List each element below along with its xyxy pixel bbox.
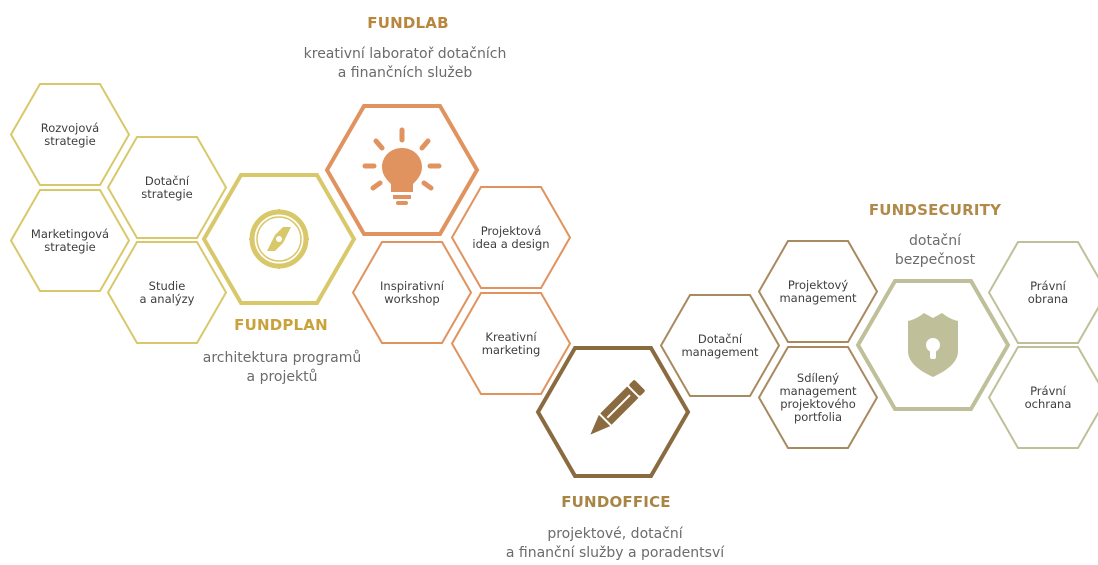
hex-inspirativni-workshop: Inspirativní workshop: [351, 241, 473, 344]
hex-label: Marketingová strategie: [30, 226, 110, 254]
fundlab-subtitle: kreativní laboratoř dotačních a finanční…: [303, 46, 507, 81]
hex-fundlab-main: [324, 104, 480, 236]
hex-label: Studie a analýzy: [139, 278, 195, 306]
hex-label: Právní ochrana: [1024, 383, 1072, 411]
compass-icon: [249, 209, 309, 269]
lightbulb-icon: [362, 127, 442, 205]
hex-fundplan-main: [201, 173, 357, 305]
fundoffice-subtitle: projektové, dotační a finanční služby a …: [505, 526, 725, 561]
hex-studie-a-analyzy: Studie a analýzy: [106, 241, 228, 344]
shield-lock-icon: [908, 313, 958, 377]
hex-label: Dotační management: [681, 331, 759, 359]
hex-dotacni-strategie: Dotační strategie: [106, 136, 228, 239]
hex-pravni-ochrana: Právní ochrana: [987, 346, 1098, 449]
hex-projektova-idea: Projektová idea a design: [450, 186, 572, 289]
hex-label: Sdílený management projektového portfoli…: [779, 370, 857, 424]
pencil-icon: [590, 380, 645, 435]
hex-label: Inspirativní workshop: [380, 278, 444, 306]
fundlab-title: FUNDLAB: [367, 14, 449, 32]
hex-fundoffice-main: [535, 346, 691, 478]
hex-fundsecurity-main: [855, 279, 1011, 411]
hex-label: Projektový management: [779, 277, 857, 305]
hex-kreativni-marketing: Kreativní marketing: [450, 292, 572, 395]
fundoffice-title: FUNDOFFICE: [561, 493, 671, 511]
hex-projektovy-management: Projektový management: [757, 240, 879, 343]
hex-label: Rozvojová strategie: [40, 120, 100, 148]
hex-dotacni-management: Dotační management: [659, 294, 781, 397]
hex-label: Dotační strategie: [141, 173, 193, 201]
hex-pravni-obrana: Právní obrana: [987, 241, 1098, 344]
hex-rozvojova-strategie: Rozvojová strategie: [9, 83, 131, 186]
hex-marketingova-strategie: Marketingová strategie: [9, 189, 131, 292]
hex-sdileny-management: Sdílený management projektového portfoli…: [757, 346, 879, 449]
fundplan-title: FUNDPLAN: [234, 316, 328, 334]
fundsecurity-title: FUNDSECURITY: [868, 201, 1002, 219]
hex-label: Právní obrana: [1027, 278, 1069, 306]
hex-label: Projektová idea a design: [472, 223, 550, 251]
fundsecurity-subtitle: dotační bezpečnost: [894, 233, 976, 268]
hex-label: Kreativní marketing: [481, 329, 541, 357]
fundplan-subtitle: architektura programů a projektů: [202, 350, 362, 385]
